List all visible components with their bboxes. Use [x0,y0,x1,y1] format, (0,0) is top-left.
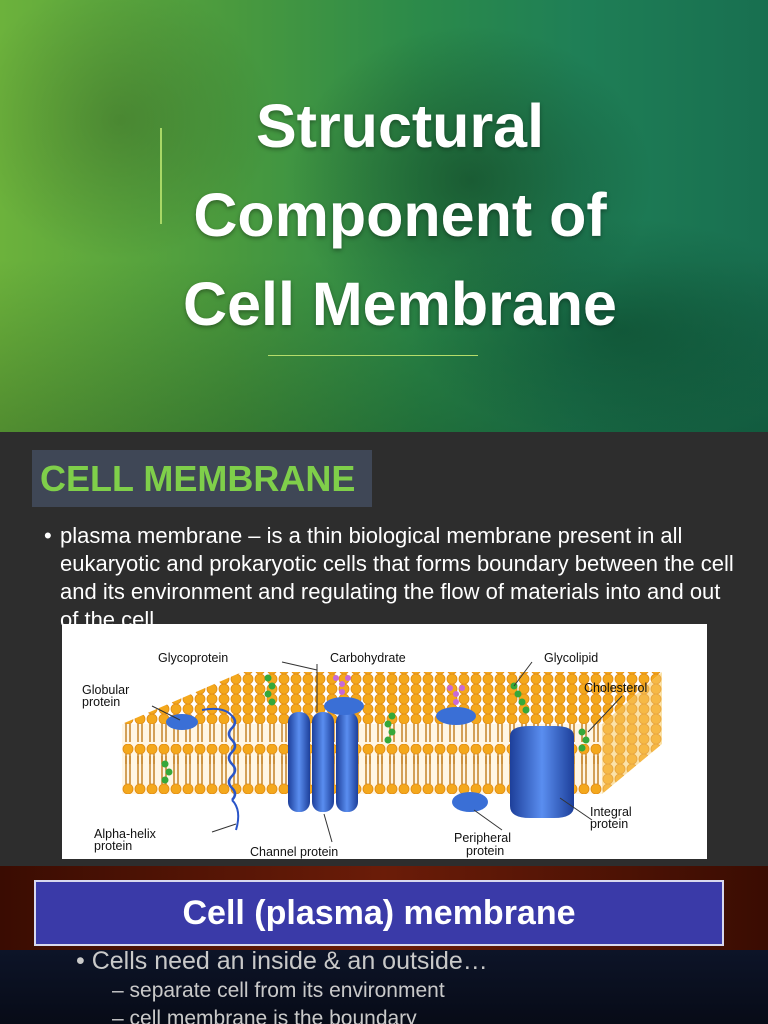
title-box [34,880,724,946]
label-globular-1: Globular [82,683,129,697]
alpha-helix-shape [227,715,237,801]
label-carbohydrate: Carbohydrate [330,651,406,665]
slide3-title: Cell (plasma) membrane [182,894,576,932]
background-photo [0,0,768,432]
content-panel [0,950,768,1024]
membrane-diagram: Glycoprotein Carbohydrate Glycolipid Glo… [62,624,707,859]
definition-text: plasma membrane – is a thin biological m… [60,523,734,632]
label-integral-1: Integral [590,805,632,819]
label-peripheral-1: Peripheral [454,831,511,845]
label-alpha-2: protein [94,839,132,853]
heading-box [32,450,372,507]
sub-point: – separate cell from its environment [112,979,445,1002]
label-alpha-1: Alpha-helix [94,827,157,841]
label-integral-2: protein [590,817,628,831]
accent-vertical-line [160,128,162,224]
slide-title: Structural Component of Cell Membrane [183,92,617,338]
label-cholesterol: Cholesterol [584,681,647,695]
cell-membrane-slide: CELL MEMBRANE • plasma membrane – is a t… [0,432,768,866]
channel-protein-shape [288,712,358,812]
slide-heading: CELL MEMBRANE [40,458,356,499]
bullet-point: • Cells need an inside & an outside… [76,947,488,975]
globular-protein-shape [166,714,198,730]
integral-protein-shape [510,726,574,818]
title-slide: Structural Component of Cell Membrane [0,0,768,432]
peripheral-protein-shape [452,792,488,812]
sub-point: – cell membrane is the boundary [112,1007,417,1024]
label-glycolipid: Glycolipid [544,651,598,665]
label-peripheral-2: protein [466,844,504,858]
label-glycoprotein: Glycoprotein [158,651,228,665]
bullet-icon: • [44,523,52,548]
accent-horizontal-line [268,355,478,356]
plasma-membrane-slide: Cell (plasma) membrane • Cells need an i… [0,866,768,1024]
label-globular-2: protein [82,695,120,709]
label-channel: Channel protein [250,845,338,859]
